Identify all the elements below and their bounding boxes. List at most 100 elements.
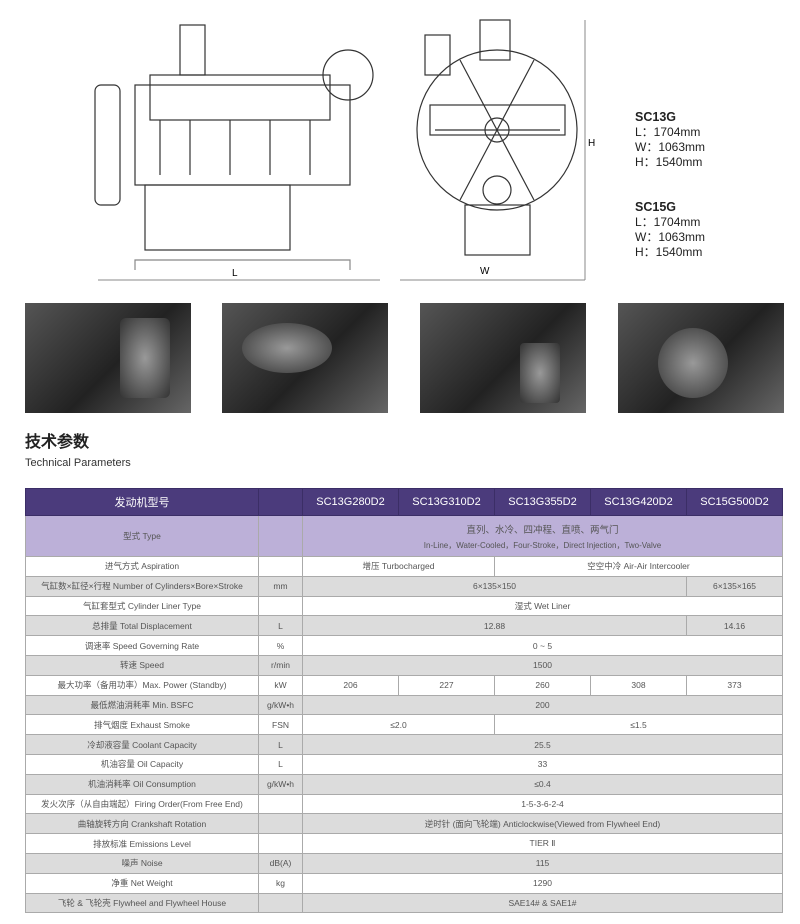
- row-value: SAE14# & SAE1#: [302, 892, 783, 914]
- row-label: 最低燃油消耗率 Min. BSFC: [25, 694, 259, 716]
- dim-w: W：1063mm: [635, 140, 706, 154]
- model-header: SC15G500D2: [686, 488, 783, 516]
- width-label: W: [480, 266, 490, 277]
- row-unit: %: [258, 635, 303, 656]
- dimensions-sc15g: SC15G L：1704mm W：1063mm H：1540mm: [635, 200, 705, 260]
- row-unit: [258, 833, 303, 854]
- header-label: 发动机型号: [25, 488, 259, 516]
- row-value: 空空中冷 Air-Air Intercooler: [494, 556, 783, 577]
- row-unit: [258, 793, 303, 815]
- section-subtitle: Technical Parameters: [25, 457, 131, 469]
- row-label: 总排量 Total Displacement: [25, 615, 259, 637]
- technical-parameters-table: 发动机型号 SC13G280D2 SC13G310D2 SC13G355D2 S…: [25, 488, 783, 914]
- row-value: 33: [302, 753, 783, 775]
- row-unit: [258, 515, 303, 557]
- row-label: 冷却液容量 Coolant Capacity: [25, 734, 259, 755]
- row-label: 排放标准 Emissions Level: [25, 833, 259, 854]
- row-value: 25.5: [302, 734, 783, 755]
- row-unit: [258, 595, 303, 617]
- row-label: 调速率 Speed Governing Rate: [25, 635, 259, 656]
- row-unit: g/kW•h: [258, 694, 303, 716]
- engine-photo-starter: [25, 303, 191, 413]
- row-label: 型式 Type: [25, 515, 259, 557]
- row-value: 206: [302, 674, 399, 696]
- row-label: 噪声 Noise: [25, 852, 259, 874]
- table-header-row: 发动机型号 SC13G280D2 SC13G310D2 SC13G355D2 S…: [25, 488, 783, 516]
- engine-front-drawing: [400, 19, 586, 281]
- table-row: 曲轴旋转方向 Crankshaft Rotation 逆时针 (面向飞轮端) An…: [25, 813, 783, 835]
- model-header: SC13G280D2: [302, 488, 399, 516]
- row-unit: g/kW•h: [258, 773, 303, 795]
- dim-w: W：1063mm: [635, 230, 706, 244]
- engine-photo-filters: [420, 303, 586, 413]
- row-value: TIER Ⅱ: [302, 833, 783, 854]
- model-name: SC13G: [635, 110, 676, 124]
- table-row: 调速率 Speed Governing Rate%0 ~ 5: [25, 635, 783, 656]
- row-value: 6×135×150: [302, 575, 687, 597]
- row-unit: dB(A): [258, 852, 303, 874]
- row-value: 260: [494, 674, 591, 696]
- row-value: 1500: [302, 654, 783, 676]
- dim-l: L：1704mm: [635, 215, 701, 229]
- table-row: 飞轮 & 飞轮壳 Flywheel and Flywheel House SAE1…: [25, 892, 783, 914]
- row-unit: r/min: [258, 654, 303, 676]
- row-value: 14.16: [686, 615, 783, 637]
- row-unit: mm: [258, 575, 303, 597]
- row-unit: FSN: [258, 714, 303, 736]
- row-value: 373: [686, 674, 783, 696]
- row-unit: kW: [258, 674, 303, 696]
- row-value: 308: [590, 674, 687, 696]
- row-value: 0 ~ 5: [302, 635, 783, 656]
- type-en: In-Line，Water-Cooled，Four-Stroke，Direct …: [423, 540, 662, 550]
- engine-photo-turbo: [222, 303, 388, 413]
- row-unit: [258, 556, 303, 577]
- row-value: ≤0.4: [302, 773, 783, 795]
- row-value: ≤2.0: [302, 714, 495, 736]
- engine-side-drawing: [94, 24, 380, 281]
- row-label: 气缸套型式 Cylinder Liner Type: [25, 595, 259, 617]
- row-label: 曲轴旋转方向 Crankshaft Rotation: [25, 813, 259, 835]
- row-value: 逆时针 (面向飞轮端) Anticlockwise(Viewed from Fl…: [302, 813, 783, 835]
- model-header: SC13G420D2: [590, 488, 687, 516]
- row-value: 227: [398, 674, 495, 696]
- row-value: 6×135×165: [686, 575, 783, 597]
- row-value: ≤1.5: [494, 714, 783, 736]
- row-value: 12.88: [302, 615, 687, 637]
- table-row: 气缸数×缸径×行程 Number of Cylinders×Bore×Strok…: [25, 575, 783, 597]
- dimensions-sc13g: SC13G L：1704mm W：1063mm H：1540mm: [635, 110, 705, 170]
- table-row-type: 型式 Type 直列、水冷、四冲程、直喷、两气门 In-Line，Water-C…: [25, 515, 783, 557]
- length-label: L: [232, 268, 238, 279]
- row-unit: [258, 813, 303, 835]
- row-value: 直列、水冷、四冲程、直喷、两气门 In-Line，Water-Cooled，Fo…: [302, 515, 783, 557]
- dim-h: H：1540mm: [635, 245, 703, 259]
- row-unit: [258, 892, 303, 914]
- dim-h: H：1540mm: [635, 155, 703, 169]
- row-value: 1-5-3-6-2-4: [302, 793, 783, 815]
- row-label: 进气方式 Aspiration: [25, 556, 259, 577]
- row-value: 200: [302, 694, 783, 716]
- row-value: 湿式 Wet Liner: [302, 595, 783, 617]
- row-value: 增压 Turbocharged: [302, 556, 495, 577]
- row-label: 最大功率（备用功率）Max. Power (Standby): [25, 674, 259, 696]
- row-label: 转速 Speed: [25, 654, 259, 676]
- model-header: SC13G355D2: [494, 488, 591, 516]
- row-value: 1290: [302, 872, 783, 894]
- row-unit: L: [258, 753, 303, 775]
- row-label: 净重 Net Weight: [25, 872, 259, 894]
- model-header: SC13G310D2: [398, 488, 495, 516]
- row-label: 飞轮 & 飞轮壳 Flywheel and Flywheel House: [25, 892, 259, 914]
- height-label: H: [588, 138, 596, 149]
- model-name: SC15G: [635, 200, 676, 214]
- row-label: 气缸数×缸径×行程 Number of Cylinders×Bore×Strok…: [25, 575, 259, 597]
- row-unit: kg: [258, 872, 303, 894]
